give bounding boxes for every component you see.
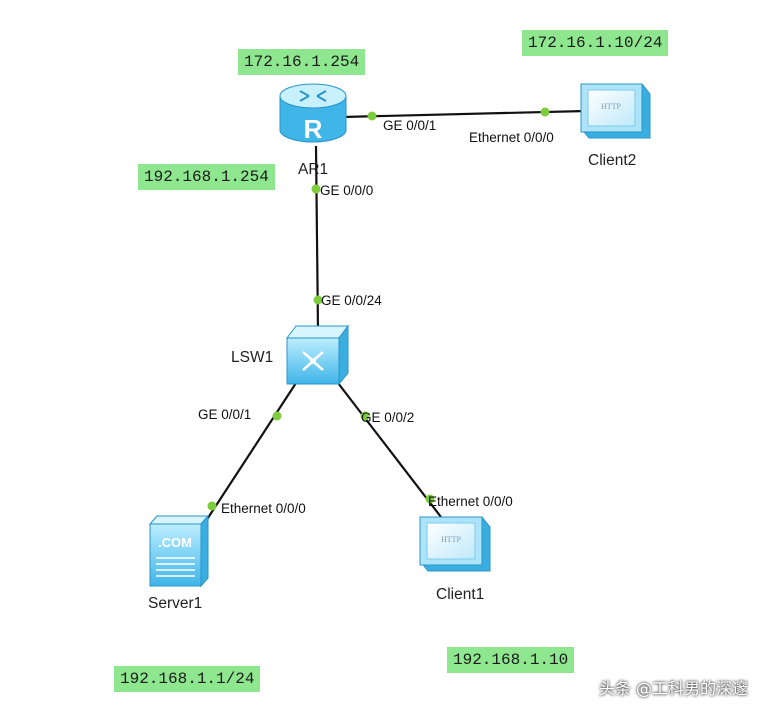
device-name-lsw1: LSW1 — [231, 349, 273, 366]
server-icon[interactable]: .COM — [148, 514, 210, 588]
switch-icon[interactable] — [286, 324, 349, 386]
client2-icon-text: HTTP — [601, 102, 622, 111]
port-dot-ar1-ge001 — [367, 111, 377, 121]
client1-icon-text: HTTP — [441, 535, 462, 544]
router-icon[interactable]: R — [279, 83, 347, 144]
port-dot-lsw1-ge001 — [272, 411, 282, 421]
ip-label-client1: 192.168.1.10 — [447, 647, 575, 673]
port-dot-client2-eth — [540, 107, 550, 117]
device-name-client1: Client1 — [436, 586, 484, 603]
port-dot-lsw1-ge0024 — [313, 295, 323, 305]
port-label-lsw1-ge0024: GE 0/0/24 — [321, 293, 382, 308]
server-icon-text: .COM — [158, 535, 192, 550]
link-lsw1-server1[interactable] — [203, 382, 297, 525]
watermark: 头条 @工科男的深邃 — [598, 679, 748, 698]
port-label-ar1-ge000: GE 0/0/0 — [320, 183, 373, 198]
ip-label-ar1-upper: 172.16.1.254 — [238, 49, 366, 75]
router-letter: R — [304, 114, 323, 144]
ip-label-server: 192.168.1.1/24 — [114, 666, 261, 692]
port-label-ar1-ge001: GE 0/0/1 — [383, 118, 436, 133]
port-dot-server-eth — [207, 501, 217, 511]
port-label-server-eth: Ethernet 0/0/0 — [221, 501, 306, 516]
port-label-lsw1-ge001: GE 0/0/1 — [198, 407, 251, 422]
device-name-ar1: AR1 — [298, 161, 328, 178]
client1-icon[interactable]: HTTP — [419, 516, 491, 572]
ip-label-client2: 172.16.1.10/24 — [522, 30, 669, 56]
device-name-client2: Client2 — [588, 152, 636, 169]
port-dot-client1-eth — [425, 494, 435, 504]
device-name-server1: Server1 — [148, 595, 202, 612]
client2-icon[interactable]: HTTP — [580, 83, 651, 139]
port-label-client1-eth: Ethernet 0/0/0 — [428, 494, 513, 509]
link-lsw1-client1[interactable] — [337, 382, 442, 518]
link-ar1-client2[interactable] — [342, 109, 587, 119]
port-dot-ar1-ge000 — [311, 184, 321, 194]
ip-label-ar1-lower: 192.168.1.254 — [138, 164, 275, 190]
port-label-client2-eth: Ethernet 0/0/0 — [469, 130, 554, 145]
port-label-lsw1-ge002: GE 0/0/2 — [361, 410, 414, 425]
port-dot-lsw1-ge002 — [360, 411, 370, 421]
